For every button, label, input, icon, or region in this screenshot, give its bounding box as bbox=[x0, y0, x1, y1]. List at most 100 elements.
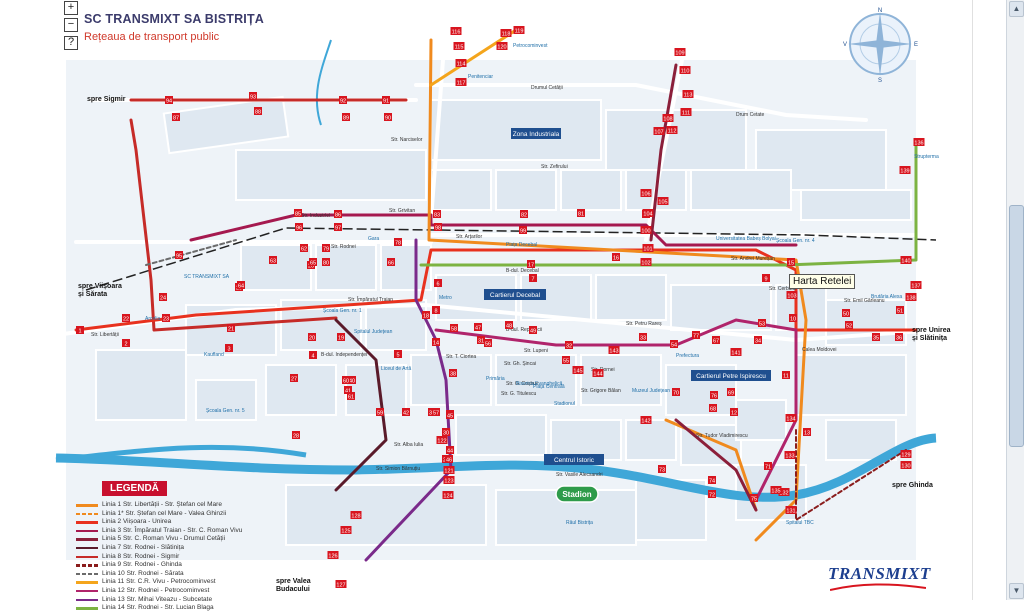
stop-marker[interactable]: 102 bbox=[640, 258, 652, 267]
stop-marker[interactable]: 124 bbox=[442, 491, 454, 500]
stop-marker[interactable]: 48 bbox=[505, 321, 513, 330]
stop-marker[interactable]: 33 bbox=[639, 333, 647, 342]
stop-marker[interactable]: 112 bbox=[666, 126, 678, 135]
stop-marker[interactable]: 123 bbox=[443, 476, 455, 485]
stop-marker[interactable]: 86 bbox=[334, 210, 342, 219]
stop-marker[interactable]: 91 bbox=[382, 96, 390, 105]
stop-marker[interactable]: 58 bbox=[450, 324, 458, 333]
stop-marker[interactable]: 57 bbox=[432, 408, 440, 417]
stop-marker[interactable]: 62 bbox=[300, 244, 308, 253]
stop-marker[interactable]: 8 bbox=[432, 306, 440, 315]
stop-marker[interactable]: 30 bbox=[442, 428, 450, 437]
stop-marker[interactable]: 131 bbox=[785, 506, 797, 515]
stop-marker[interactable]: 106 bbox=[640, 189, 652, 198]
stop-marker[interactable]: 24 bbox=[159, 293, 167, 302]
stop-marker[interactable]: 55 bbox=[562, 356, 570, 365]
stop-marker[interactable]: 89 bbox=[342, 113, 350, 122]
stop-marker[interactable]: 2 bbox=[122, 339, 130, 348]
stop-marker[interactable]: 73 bbox=[658, 465, 666, 474]
stop-marker[interactable]: 40 bbox=[348, 376, 356, 385]
stop-marker[interactable]: 51 bbox=[896, 306, 904, 315]
stop-marker[interactable]: 116 bbox=[450, 27, 462, 36]
stop-marker[interactable]: 110 bbox=[679, 66, 691, 75]
stop-marker[interactable]: 98 bbox=[434, 223, 442, 232]
stop-marker[interactable]: 115 bbox=[453, 42, 465, 51]
stop-marker[interactable]: 15 bbox=[787, 258, 795, 267]
stop-marker[interactable]: 41 bbox=[344, 386, 352, 395]
stop-marker[interactable]: 49 bbox=[529, 326, 537, 335]
stop-marker[interactable]: 83 bbox=[433, 210, 441, 219]
stop-marker[interactable]: 17 bbox=[527, 260, 535, 269]
stop-marker[interactable]: 90 bbox=[384, 113, 392, 122]
stop-marker[interactable]: 97 bbox=[334, 223, 342, 232]
stop-marker[interactable]: 99 bbox=[519, 226, 527, 235]
stop-marker[interactable]: 38 bbox=[449, 369, 457, 378]
stop-marker[interactable]: 5 bbox=[394, 350, 402, 359]
stop-marker[interactable]: 130 bbox=[900, 461, 912, 470]
stop-marker[interactable]: 93 bbox=[249, 92, 257, 101]
scroll-down-icon[interactable]: ▼ bbox=[1009, 583, 1024, 599]
stop-marker[interactable]: 3 bbox=[225, 344, 233, 353]
stop-marker[interactable]: 136 bbox=[913, 138, 925, 147]
stop-marker[interactable]: 77 bbox=[692, 331, 700, 340]
zoom-in-button[interactable]: + bbox=[64, 1, 78, 15]
help-button[interactable]: ? bbox=[64, 36, 78, 50]
stop-marker[interactable]: 129 bbox=[900, 450, 912, 459]
stop-marker[interactable]: 128 bbox=[350, 511, 362, 520]
stop-marker[interactable]: 82 bbox=[520, 210, 528, 219]
stop-marker[interactable]: 36 bbox=[895, 333, 903, 342]
stop-marker[interactable]: 50 bbox=[842, 309, 850, 318]
stop-marker[interactable]: 11 bbox=[782, 371, 790, 380]
stop-marker[interactable]: 12 bbox=[730, 408, 738, 417]
stop-marker[interactable]: 119 bbox=[513, 26, 525, 35]
stop-marker[interactable]: 6 bbox=[434, 279, 442, 288]
stop-marker[interactable]: 21 bbox=[227, 324, 235, 333]
stop-marker[interactable]: 79 bbox=[322, 244, 330, 253]
stop-marker[interactable]: 122 bbox=[436, 436, 448, 445]
stop-marker[interactable]: 125 bbox=[340, 526, 352, 535]
stop-marker[interactable]: 143 bbox=[608, 346, 620, 355]
stop-marker[interactable]: 103 bbox=[786, 291, 798, 300]
stop-marker[interactable]: 68 bbox=[709, 404, 717, 413]
stop-marker[interactable]: 27 bbox=[290, 374, 298, 383]
stop-marker[interactable]: 13 bbox=[803, 428, 811, 437]
stop-marker[interactable]: 141 bbox=[730, 348, 742, 357]
stop-marker[interactable]: 31 bbox=[477, 336, 485, 345]
stop-marker[interactable]: 69 bbox=[727, 388, 735, 397]
stop-marker[interactable]: 67 bbox=[712, 336, 720, 345]
stop-marker[interactable]: 92 bbox=[339, 96, 347, 105]
stop-marker[interactable]: 127 bbox=[335, 580, 347, 589]
stop-marker[interactable]: 35 bbox=[872, 333, 880, 342]
stop-marker[interactable]: 19 bbox=[337, 333, 345, 342]
stop-marker[interactable]: 4 bbox=[309, 351, 317, 360]
scroll-thumb[interactable] bbox=[1009, 205, 1024, 447]
stop-marker[interactable]: 59 bbox=[376, 408, 384, 417]
transit-map[interactable]: Zona Industriala Cartierul Decebal Carti… bbox=[36, 0, 972, 600]
stop-marker[interactable]: 42 bbox=[402, 408, 410, 417]
stop-marker[interactable]: 18 bbox=[422, 311, 430, 320]
stop-marker[interactable]: 111 bbox=[680, 108, 692, 117]
stop-marker[interactable]: 85 bbox=[294, 209, 302, 218]
stop-marker[interactable]: 61 bbox=[347, 392, 355, 401]
stop-marker[interactable]: 107 bbox=[653, 127, 665, 136]
stop-marker[interactable]: 100 bbox=[640, 226, 652, 235]
stop-marker[interactable]: 72 bbox=[708, 490, 716, 499]
stop-marker[interactable]: 56 bbox=[484, 339, 492, 348]
stop-marker[interactable]: 140 bbox=[900, 256, 912, 265]
stop-marker[interactable]: 16 bbox=[612, 253, 620, 262]
stop-marker[interactable]: 9 bbox=[762, 274, 770, 283]
stop-marker[interactable]: 109 bbox=[674, 48, 686, 57]
stop-marker[interactable]: 135 bbox=[770, 486, 782, 495]
stop-marker[interactable]: 78 bbox=[394, 238, 402, 247]
stop-marker[interactable]: 114 bbox=[455, 59, 467, 68]
stop-marker[interactable]: 101 bbox=[642, 244, 654, 253]
stop-marker[interactable]: 76 bbox=[710, 391, 718, 400]
stop-marker[interactable]: 95 bbox=[175, 251, 183, 260]
stop-marker[interactable]: 138 bbox=[905, 293, 917, 302]
stop-marker[interactable]: 80 bbox=[322, 258, 330, 267]
stop-marker[interactable]: 142 bbox=[640, 416, 652, 425]
stop-marker[interactable]: 14 bbox=[432, 338, 440, 347]
stop-marker[interactable]: 70 bbox=[672, 388, 680, 397]
stop-marker[interactable]: 46 bbox=[445, 455, 453, 464]
stop-marker[interactable]: 94 bbox=[165, 96, 173, 105]
